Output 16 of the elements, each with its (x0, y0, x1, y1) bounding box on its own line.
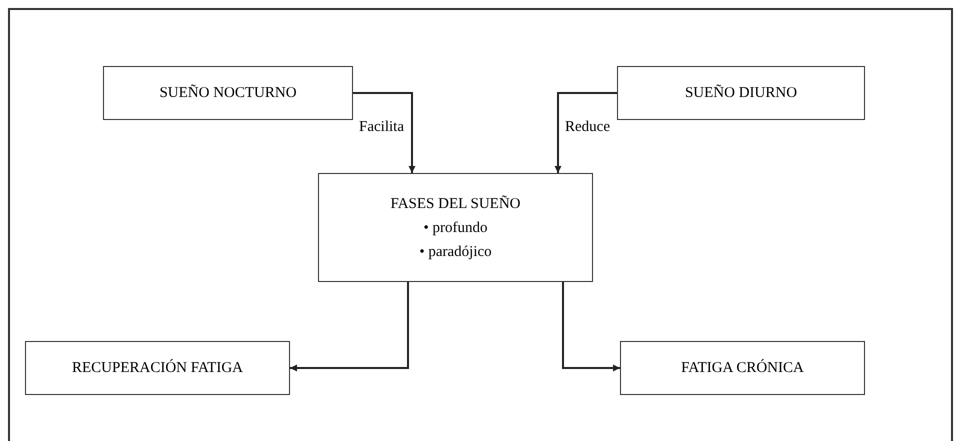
arrow (290, 282, 409, 372)
arrow (554, 92, 617, 173)
list-item: • profundo (424, 218, 488, 238)
arrow (562, 282, 620, 372)
list-item: • paradójico (419, 242, 492, 262)
process-box (617, 66, 865, 120)
process-box (25, 341, 290, 395)
box-title: FATIGA CRÓNICA (681, 358, 804, 378)
box-title: SUEÑO NOCTURNO (159, 84, 297, 103)
box-title: RECUPERACIÓN FATIGA (72, 358, 243, 378)
process-box (103, 66, 353, 120)
arrow (353, 92, 416, 173)
box-title: SUEÑO DIURNO (684, 84, 798, 103)
box-title: FASES DEL SUEÑO (390, 194, 520, 214)
process-box (620, 341, 865, 395)
process-box (318, 173, 593, 282)
